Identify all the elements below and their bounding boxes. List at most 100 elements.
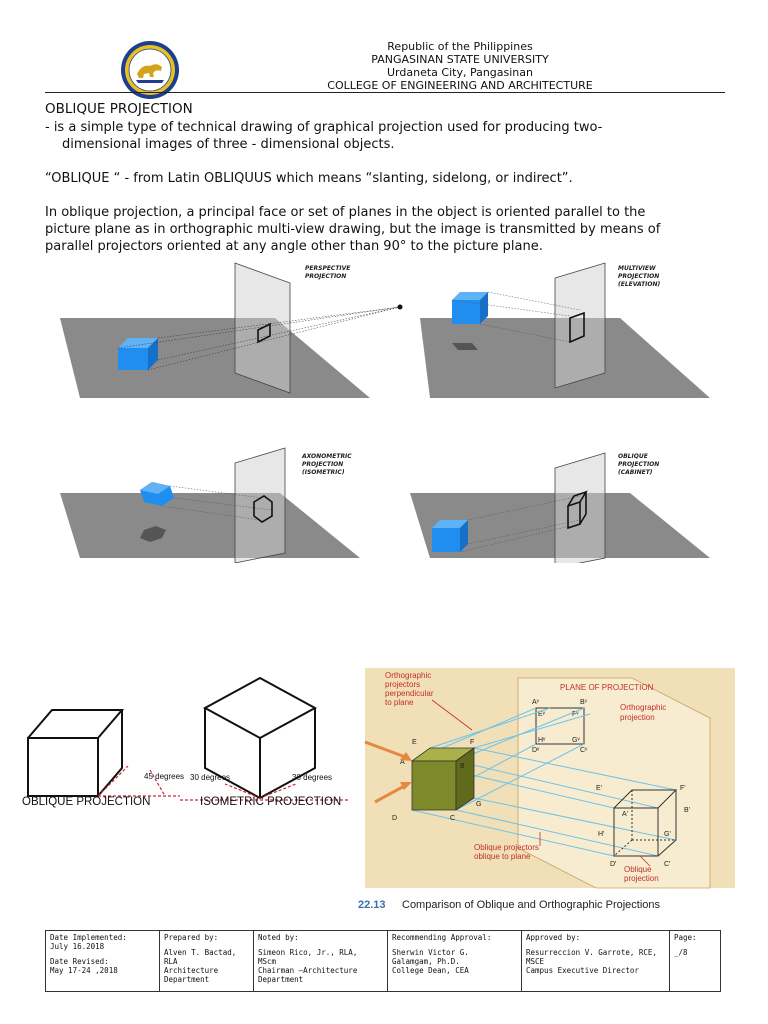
perspective-floor	[60, 318, 370, 398]
prepared-by-name: Alven T. Bactad,	[164, 948, 237, 957]
isometric-cube-drawing: 30 degrees 30 degrees ISOMETRIC PROJECTI…	[180, 676, 350, 808]
vertex-gv-label: Gᵛ	[572, 737, 580, 744]
axonometric-label-3: (ISOMETRIC)	[302, 469, 345, 476]
iso-angle-right-label: 30 degrees	[292, 773, 332, 782]
vertex-gp-label: G'	[664, 831, 671, 838]
perspective-panel: PERSPECTIVE PROJECTION	[60, 262, 403, 398]
vertex-dp-label: D'	[610, 861, 616, 868]
perspective-cube	[118, 338, 158, 370]
recommending-position: College Dean, CEA	[392, 966, 469, 975]
comparison-figure: 45 degrees OBLIQUE PROJECTION 30 degrees…	[22, 668, 735, 911]
date-cell: Date Implemented: July 16.2018 Date Revi…	[45, 930, 160, 992]
vertex-dv-label: Dᵛ	[532, 747, 540, 754]
green-object-cube	[410, 747, 476, 811]
oblique-cube	[432, 520, 468, 552]
paragraph-line-3: parallel projectors oriented at any angl…	[45, 239, 543, 254]
isometric-projection-caption: ISOMETRIC PROJECTION	[200, 796, 341, 808]
section-title: OBLIQUE PROJECTION	[45, 101, 193, 117]
oblique-projectors-label-2: oblique to plane	[474, 852, 531, 861]
oblique-angle-guides	[97, 765, 180, 797]
prepared-by-title: RLA	[164, 957, 178, 966]
paragraph-line-2: picture plane as in orthographic multi-v…	[45, 222, 661, 237]
vertex-cv-label: Cᵛ	[580, 747, 588, 754]
approved-by-position: Campus Executive Director	[526, 966, 639, 975]
page-label: Page:	[674, 933, 697, 942]
header-line-city: Urdaneta City, Pangasinan	[387, 66, 533, 79]
axonometric-cube	[140, 482, 174, 506]
date-implemented-label: Date Implemented:	[50, 933, 127, 942]
noted-by-title: MScm	[258, 957, 277, 966]
oblique-cube-front	[27, 737, 99, 797]
date-implemented-value: July 16.2018	[50, 942, 105, 951]
multiview-label-2: PROJECTION	[618, 273, 659, 280]
ortho-projectors-label-3: perpendicular	[385, 689, 434, 698]
ortho-oblique-panel: PLANE OF PROJECTION Aᵛ Bᵛ Eᵛ Fᵛ Dᵛ Cᵛ Hᵛ…	[364, 668, 735, 889]
multiview-label-3: (ELEVATION)	[618, 281, 661, 288]
multiview-picture-plane	[554, 262, 606, 389]
axonometric-shadow	[140, 526, 166, 542]
axonometric-image	[253, 495, 273, 523]
axonometric-projectors	[161, 485, 273, 521]
prepared-by-dept-2: Department	[164, 975, 210, 984]
date-revised-value: May 17-24 ,2018	[50, 966, 118, 975]
noted-by-name: Simeon Rico, Jr., RLA,	[258, 948, 358, 957]
oblique-panel: OBLIQUE PROJECTION (CABINET)	[410, 452, 710, 563]
multiview-label-1: MULTIVIEW	[618, 265, 656, 272]
vertex-fp-label: F'	[680, 785, 686, 792]
approved-by-name: Resurreccion V. Garrote, RCE,	[526, 948, 657, 957]
vertex-av-label: Aᵛ	[532, 699, 540, 706]
oblique-image	[567, 490, 588, 530]
vertex-ap-label: A'	[622, 811, 628, 818]
vertex-d-label: D	[392, 815, 397, 822]
oblique-label-1: OBLIQUE	[618, 453, 649, 460]
oblique-cube-drawing: 45 degrees OBLIQUE PROJECTION	[22, 709, 184, 808]
plane-of-projection-label: PLANE OF PROJECTION	[560, 683, 654, 692]
orange-direction-arrows	[364, 740, 412, 804]
paragraph-line-1: In oblique projection, a principal face …	[45, 205, 646, 220]
multiview-panel: MULTIVIEW PROJECTION (ELEVATION)	[420, 262, 710, 398]
recommending-name-2: Galamgam, Ph.D.	[392, 957, 460, 966]
ortho-projectors-label-2: projectors	[385, 680, 420, 689]
multiview-image	[569, 311, 585, 344]
perspective-label-2: PROJECTION	[305, 273, 346, 280]
prepared-cell: Prepared by: Alven T. Bactad, RLA Archit…	[159, 930, 254, 992]
etymology-line: “OBLIQUE “ - from Latin OBLIQUUS which m…	[45, 171, 573, 186]
definition-line-1: - is a simple type of technical drawing …	[45, 120, 603, 135]
noted-by-position: Chairman –Architecture	[258, 966, 358, 975]
isometric-top-face	[202, 676, 318, 740]
orthographic-projection-label-1: Orthographic	[620, 703, 666, 712]
date-revised-label: Date Revised:	[50, 957, 109, 966]
oblique-projectors	[459, 495, 581, 553]
vertex-g-label: G	[476, 801, 481, 808]
vertex-bv-label: Bᵛ	[580, 699, 588, 706]
vertex-f-label: F	[470, 739, 474, 746]
oblique-angle-label: 45 degrees	[144, 772, 184, 781]
perspective-projectors	[117, 306, 401, 371]
ortho-projectors-label-1: Orthographic	[385, 671, 431, 680]
approved-cell: Approved by: Resurreccion V. Garrote, RC…	[521, 930, 670, 992]
axonometric-label-1: AXONOMETRIC	[301, 453, 352, 460]
oblique-projection-label-1: Oblique	[624, 865, 652, 874]
vertex-b-label: B	[460, 763, 465, 770]
prepared-by-dept-1: Architecture	[164, 966, 219, 975]
approved-by-label: Approved by:	[526, 933, 581, 942]
vertex-hv-label: Hᵛ	[538, 737, 546, 744]
vertex-e-label: E	[412, 739, 417, 746]
approval-table: Date Implemented: July 16.2018 Date Revi…	[45, 930, 721, 992]
vertex-c-label: C	[450, 815, 455, 822]
noted-by-dept: Department	[258, 975, 304, 984]
recommending-name: Sherwin Victor G.	[392, 948, 469, 957]
noted-cell: Noted by: Simeon Rico, Jr., RLA, MScm Ch…	[253, 930, 388, 992]
axonometric-panel: AXONOMETRIC PROJECTION (ISOMETRIC)	[60, 447, 360, 563]
noted-by-label: Noted by:	[258, 933, 299, 942]
oblique-projection-label-2: projection	[624, 874, 659, 883]
vertex-cp-label: C'	[664, 861, 670, 868]
approved-by-title: MSCE	[526, 957, 545, 966]
header-line-university: PANGASINAN STATE UNIVERSITY	[371, 53, 549, 66]
isometric-angle-guides	[180, 783, 350, 801]
perspective-viewpoint	[397, 304, 403, 310]
perspective-image	[257, 322, 271, 344]
vertex-fv-label: Fᵛ	[572, 711, 579, 718]
figure-number: 22.13	[358, 899, 386, 911]
university-seal-logo	[121, 41, 179, 99]
